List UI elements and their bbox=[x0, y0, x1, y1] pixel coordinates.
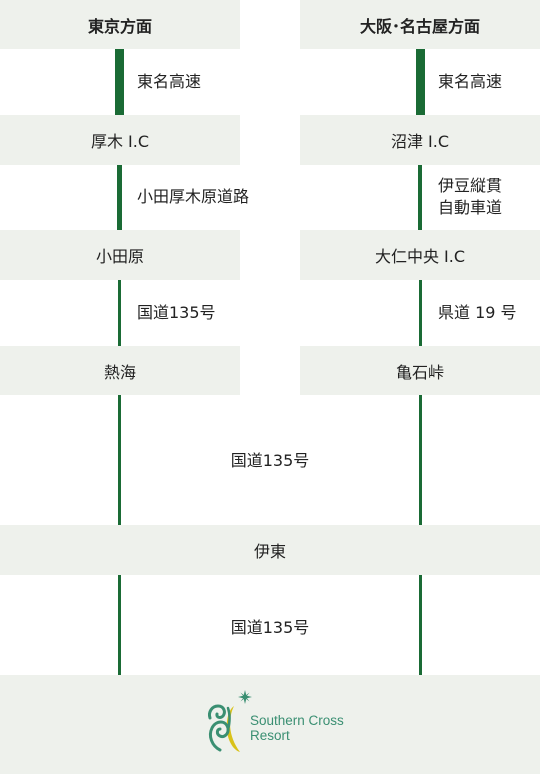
road-label-right-2a: 伊豆縦貫 bbox=[438, 176, 503, 195]
road-label-left-1: 東名高速 bbox=[137, 72, 202, 91]
stop-numazu-ic: 沼津 I.C bbox=[300, 115, 540, 165]
stop-atami: 熱海 bbox=[0, 346, 240, 395]
route-line-right-5 bbox=[419, 575, 422, 675]
road-label-shared-2: 国道135号 bbox=[230, 618, 310, 637]
stop-odawara: 小田原 bbox=[0, 230, 240, 280]
route-line-left-2 bbox=[117, 165, 122, 230]
stop-kameishi-toge: 亀石峠 bbox=[300, 346, 540, 395]
route-line-left-3 bbox=[118, 280, 121, 346]
route-line-right-2 bbox=[418, 165, 422, 230]
route-line-right-4 bbox=[419, 395, 422, 525]
logo-text-line1: Southern Cross bbox=[250, 713, 344, 728]
road-label-right-3: 県道 19 号 bbox=[438, 303, 517, 322]
road-label-right-2b: 自動車道 bbox=[438, 198, 503, 217]
route-line-left-1 bbox=[115, 49, 124, 115]
road-label-left-2: 小田厚木原道路 bbox=[137, 187, 250, 206]
logo-text-line2: Resort bbox=[250, 728, 290, 743]
road-label-shared-1: 国道135号 bbox=[230, 451, 310, 470]
route-line-right-3 bbox=[419, 280, 422, 346]
logo-text: Southern Cross Resort bbox=[250, 713, 344, 743]
road-label-right-1: 東名高速 bbox=[438, 72, 503, 91]
stop-ohito-chuo-ic: 大仁中央 I.C bbox=[300, 230, 540, 280]
road-label-left-3: 国道135号 bbox=[137, 303, 216, 322]
southern-cross-logo-icon bbox=[208, 690, 252, 752]
route-line-right-1 bbox=[416, 49, 425, 115]
footer bbox=[0, 675, 540, 774]
header-tokyo: 東京方面 bbox=[0, 0, 240, 49]
stop-atsugi-ic: 厚木 I.C bbox=[0, 115, 240, 165]
stop-ito: 伊東 bbox=[0, 525, 540, 575]
route-line-left-5 bbox=[118, 575, 121, 675]
route-line-left-4 bbox=[118, 395, 121, 525]
header-osaka-nagoya: 大阪･名古屋方面 bbox=[300, 0, 540, 49]
